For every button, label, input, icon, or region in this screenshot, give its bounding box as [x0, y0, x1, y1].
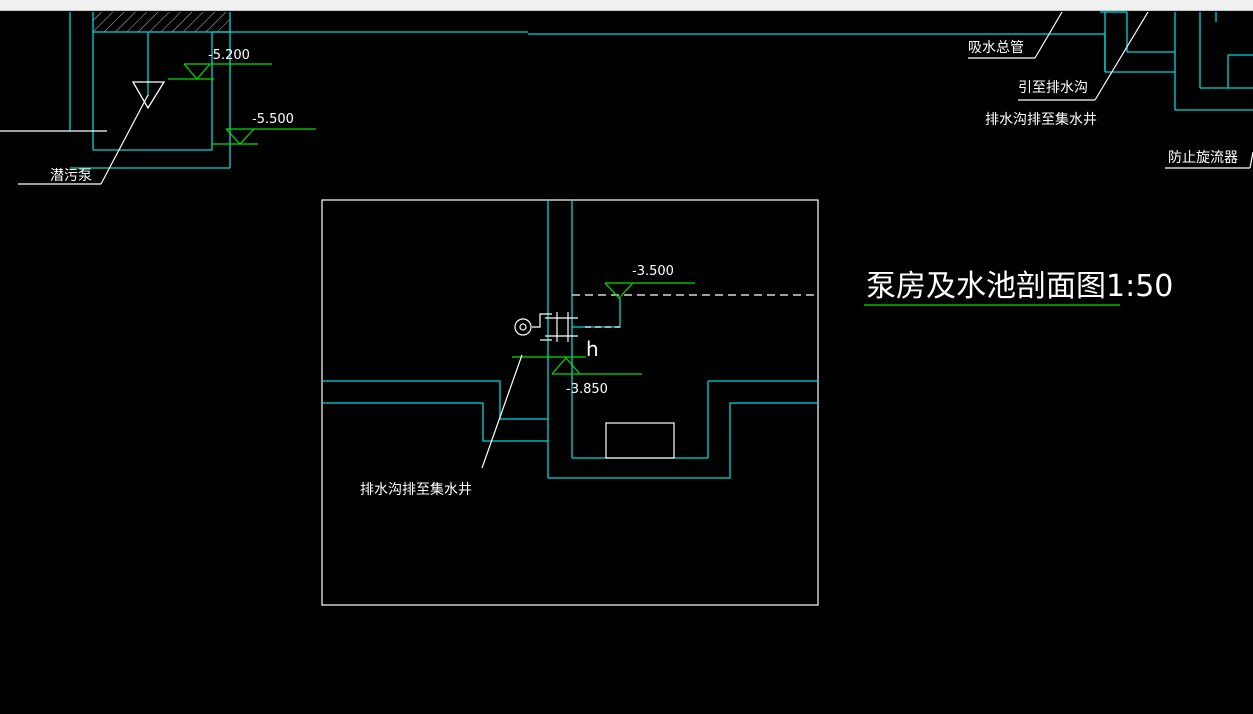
- level-mark-water: [604, 282, 695, 299]
- ditch-to-sump-label-top: 排水沟排至集水井: [985, 111, 1097, 128]
- level-mark-pipe: [512, 356, 642, 375]
- section-title-block: 泵房及水池剖面图1:50: [864, 269, 1173, 306]
- top-right-drain-detail: 吸水总管 引至排水沟 排水沟排至集水井 防止旋流器: [968, 11, 1253, 169]
- ditch-to-sump-label-section: 排水沟排至集水井: [360, 481, 472, 498]
- section-drawing: -3.500 -3.850 h 排水沟排至集水井: [321, 199, 819, 606]
- hatched-slab: [93, 12, 230, 32]
- pump-symbol: [131, 81, 166, 110]
- top-left-pump-pit: 潜污泵 -5.200 -5.500: [0, 12, 1105, 185]
- window-top-bar: [0, 0, 1253, 11]
- level-text-top: -5.200: [208, 48, 250, 63]
- dimension-h: h: [586, 337, 599, 361]
- level-text-pipe: -3.850: [566, 382, 608, 397]
- level-mark-bottom: [212, 128, 316, 145]
- section-title: 泵房及水池剖面图1:50: [866, 269, 1173, 304]
- anti-vortex-label: 防止旋流器: [1168, 150, 1238, 166]
- pipe-section-symbol: [514, 312, 578, 342]
- level-text-water: -3.500: [632, 264, 674, 279]
- level-mark-top: [168, 63, 272, 80]
- to-drain-ditch-label: 引至排水沟: [1018, 80, 1088, 96]
- sump-block: [605, 422, 675, 459]
- level-text-bottom: -5.500: [252, 112, 294, 127]
- sewage-pump-label: 潜污泵: [50, 168, 92, 184]
- suction-main-label: 吸水总管: [968, 40, 1024, 56]
